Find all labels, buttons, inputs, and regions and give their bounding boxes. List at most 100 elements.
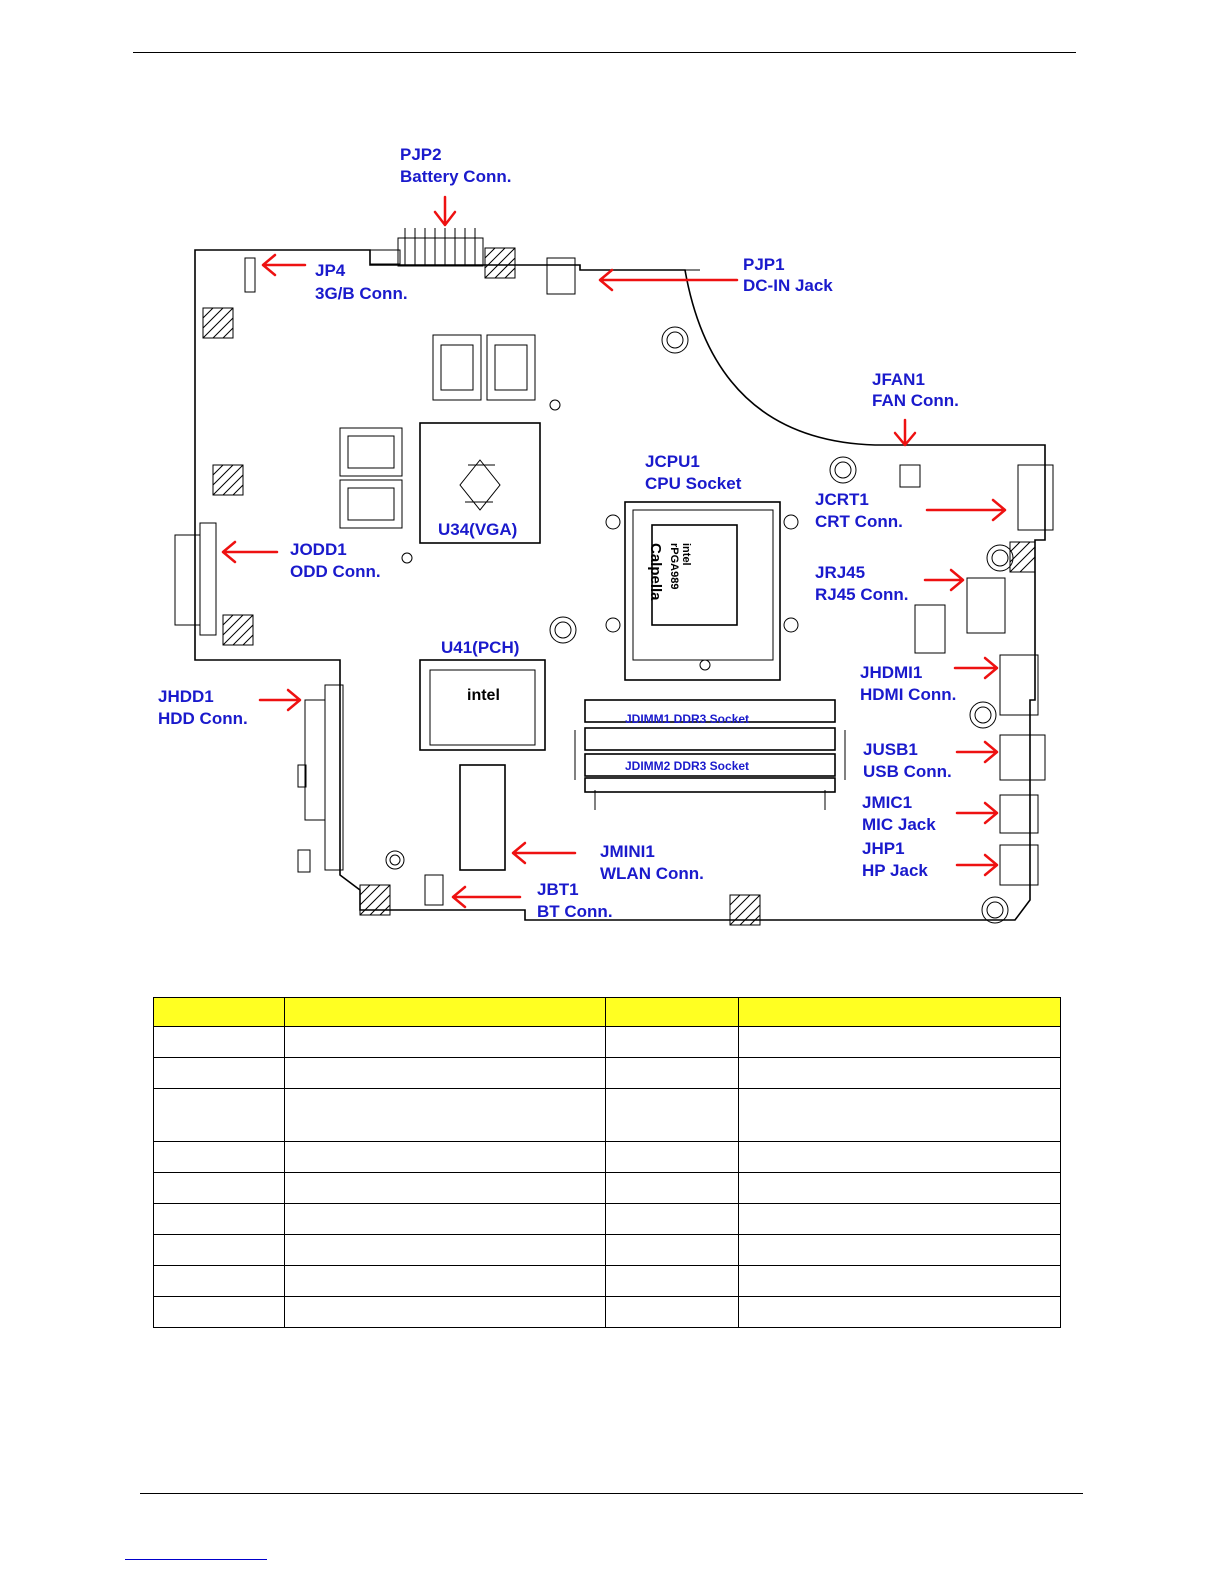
table-cell <box>153 1088 285 1142</box>
table-cell <box>283 1088 607 1142</box>
table-cell <box>605 1088 740 1142</box>
cpu-marking-3: Calpella <box>647 543 664 601</box>
jmini1-ref: JMINI1 <box>600 842 655 861</box>
table-row <box>153 1088 1061 1142</box>
table-row <box>153 1265 1061 1297</box>
table-cell <box>738 1057 1061 1089</box>
jmic1-ref: JMIC1 <box>862 793 912 812</box>
table-cell <box>153 1265 285 1297</box>
cpu-socket: intel rPGA989 Calpella <box>605 501 799 681</box>
table-cell <box>283 1141 607 1173</box>
table-row <box>153 1057 1061 1089</box>
jp4-ref: JP4 <box>315 261 346 280</box>
vga-chip: U34(VGA) <box>419 422 541 544</box>
table-row <box>153 1203 1061 1235</box>
jodd1-desc: ODD Conn. <box>290 562 381 581</box>
top-rule <box>133 52 1076 53</box>
table-row <box>153 1026 1061 1058</box>
table-cell <box>605 1141 740 1173</box>
footer-link-underline[interactable] <box>125 1559 267 1560</box>
3g-connector <box>244 257 256 293</box>
vram-chips <box>339 334 536 529</box>
mounting-holes <box>385 326 1014 924</box>
pjp1-desc: DC-IN Jack <box>743 276 833 295</box>
pch-marking: intel <box>467 687 500 704</box>
table-cell <box>153 1203 285 1235</box>
pch-chip: U41(PCH) intel <box>419 638 546 751</box>
table-cell <box>153 1026 285 1058</box>
table-row <box>153 1234 1061 1266</box>
table-cell <box>153 1296 285 1328</box>
jcrt1-desc: CRT Conn. <box>815 512 903 531</box>
table-cell <box>738 1026 1061 1058</box>
table-cell <box>283 1203 607 1235</box>
pch-chip-label: U41(PCH) <box>441 638 519 657</box>
callout-arrows <box>221 195 1007 909</box>
dimm1-label: JDIMM1 DDR3 Socket <box>625 712 749 726</box>
jcrt1-ref: JCRT1 <box>815 490 869 509</box>
table-cell <box>605 1172 740 1204</box>
table-cell <box>738 1203 1061 1235</box>
table-cell <box>605 1234 740 1266</box>
jrj45-ref: JRJ45 <box>815 563 865 582</box>
motherboard-diagram: U34(VGA) intel rPGA989 Calpella U41(PCH)… <box>158 145 1054 926</box>
table-cell <box>738 1234 1061 1266</box>
pjp1-ref: PJP1 <box>743 255 785 274</box>
jbt1-desc: BT Conn. <box>537 902 613 921</box>
right-ports <box>899 464 1054 886</box>
table-row <box>153 1172 1061 1204</box>
table-header-row <box>153 997 1061 1027</box>
table-cell <box>605 1265 740 1297</box>
jhp1-desc: HP Jack <box>862 861 928 880</box>
jcpu1-desc: CPU Socket <box>645 474 742 493</box>
bottom-rule <box>140 1493 1083 1494</box>
pjp2-ref: PJP2 <box>400 145 442 164</box>
component-table <box>153 997 1061 1328</box>
table-header-cell <box>283 997 607 1027</box>
table-cell <box>153 1172 285 1204</box>
jhdmi1-desc: HDMI Conn. <box>860 685 956 704</box>
table-cell <box>153 1234 285 1266</box>
table-cell <box>153 1141 285 1173</box>
battery-connector <box>369 228 484 267</box>
jhp1-ref: JHP1 <box>862 839 905 858</box>
table-cell <box>738 1296 1061 1328</box>
cpu-marking-1: intel <box>680 543 692 566</box>
vga-chip-label: U34(VGA) <box>438 520 517 539</box>
table-cell <box>605 1296 740 1328</box>
table-cell <box>738 1088 1061 1142</box>
jcpu1-ref: JCPU1 <box>645 452 700 471</box>
table-cell <box>738 1172 1061 1204</box>
table-cell <box>738 1265 1061 1297</box>
jmini1-desc: WLAN Conn. <box>600 864 704 883</box>
jrj45-desc: RJ45 Conn. <box>815 585 909 604</box>
hdd-connector <box>297 684 344 873</box>
wlan-slot <box>459 764 506 871</box>
table-row <box>153 1141 1061 1173</box>
jp4-desc: 3G/B Conn. <box>315 284 408 303</box>
table-cell <box>605 1026 740 1058</box>
table-cell <box>605 1057 740 1089</box>
jodd1-ref: JODD1 <box>290 540 347 559</box>
jbt1-ref: JBT1 <box>537 880 579 899</box>
table-cell <box>283 1057 607 1089</box>
table-cell <box>283 1172 607 1204</box>
table-cell <box>605 1203 740 1235</box>
dimm2-label: JDIMM2 DDR3 Socket <box>625 759 749 773</box>
jhdd1-ref: JHDD1 <box>158 687 214 706</box>
table-cell <box>153 1057 285 1089</box>
table-row <box>153 1296 1061 1328</box>
jmic1-desc: MIC Jack <box>862 815 936 834</box>
jhdmi1-ref: JHDMI1 <box>860 663 922 682</box>
callout-labels: PJP2 Battery Conn. JP4 3G/B Conn. PJP1 D… <box>158 145 959 921</box>
jfan1-desc: FAN Conn. <box>872 391 959 410</box>
table-cell <box>283 1265 607 1297</box>
table-header-cell <box>605 997 740 1027</box>
table-cell <box>738 1141 1061 1173</box>
bt-connector <box>424 874 444 906</box>
odd-connector <box>174 522 217 636</box>
table-cell <box>283 1234 607 1266</box>
jhdd1-desc: HDD Conn. <box>158 709 248 728</box>
jfan1-ref: JFAN1 <box>872 370 925 389</box>
jusb1-desc: USB Conn. <box>863 762 952 781</box>
